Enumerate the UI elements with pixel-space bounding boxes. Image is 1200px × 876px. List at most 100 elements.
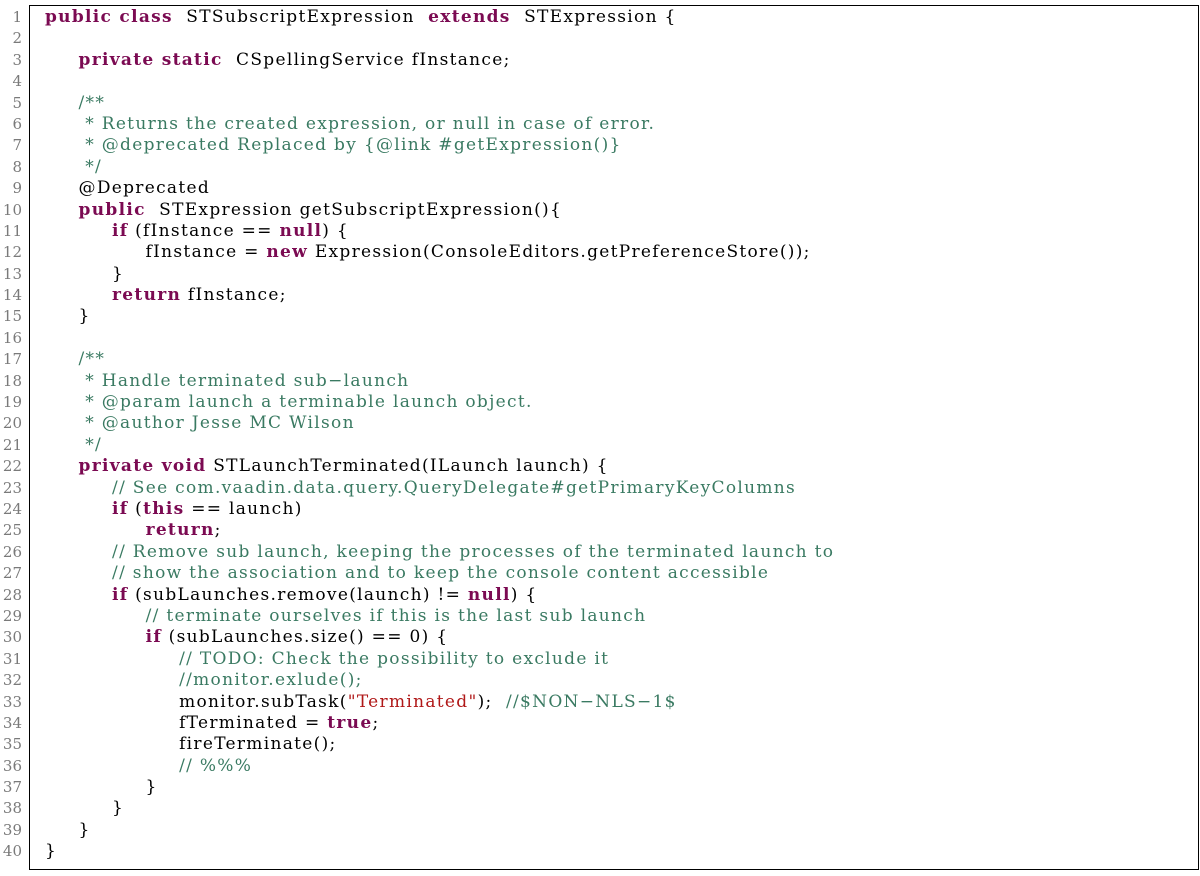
line-number: 14 <box>2 286 22 305</box>
code-token <box>45 670 179 690</box>
code-line: 34 fTerminated = true; <box>0 713 1200 734</box>
keyword-token: private static <box>78 49 223 70</box>
comment-token: /** <box>45 92 106 113</box>
code-text: } <box>45 798 124 819</box>
code-text: } <box>45 264 124 285</box>
keyword-token: public class <box>45 7 173 27</box>
code-token: Expression(ConsoleEditors.getPreferenceS… <box>308 242 811 263</box>
line-number: 18 <box>2 371 22 390</box>
comment-token: * Returns the created expression, or nul… <box>45 113 656 134</box>
comment-token: // %%% <box>179 755 253 776</box>
code-token: fInstance = <box>45 242 267 263</box>
code-token <box>45 478 112 498</box>
code-token: STSubscriptExpression <box>172 7 429 27</box>
line-number: 36 <box>2 756 22 775</box>
code-text: public class STSubscriptExpression exten… <box>45 7 677 28</box>
line-number: 31 <box>2 649 22 668</box>
code-text: private static CSpellingService fInstanc… <box>45 50 511 71</box>
comment-token: // terminate ourselves if this is the la… <box>145 605 647 626</box>
code-line: 37 } <box>0 777 1200 798</box>
code-token: CSpellingService fInstance; <box>222 49 511 70</box>
line-number: 17 <box>2 350 22 369</box>
code-token: STExpression { <box>510 7 677 27</box>
line-number: 3 <box>12 50 22 69</box>
code-token: ( <box>128 498 144 519</box>
comment-token: */ <box>45 156 103 177</box>
code-token: } <box>45 841 58 862</box>
line-number: 2 <box>12 29 22 48</box>
code-line: 3 private static CSpellingService fInsta… <box>0 50 1200 71</box>
line-number: 5 <box>12 93 22 112</box>
code-line: 7 * @deprecated Replaced by {@link #getE… <box>0 135 1200 156</box>
line-number: 6 <box>12 114 22 133</box>
code-token: ) { <box>510 584 538 605</box>
code-token <box>45 649 179 669</box>
code-line: 38 } <box>0 798 1200 819</box>
code-token: fireTerminate(); <box>45 734 337 755</box>
code-line: 14 return fInstance; <box>0 285 1200 306</box>
code-line: 8 */ <box>0 157 1200 178</box>
code-line: 9 @Deprecated <box>0 178 1200 199</box>
code-token: ; <box>214 520 222 541</box>
code-token: STLaunchTerminated(ILaunch launch) { <box>206 456 609 477</box>
code-text: private void STLaunchTerminated(ILaunch … <box>45 456 609 477</box>
line-number: 25 <box>2 521 22 540</box>
code-line: 36 // %%% <box>0 756 1200 777</box>
code-line: 5 /** <box>0 93 1200 114</box>
code-text: // show the association and to keep the … <box>45 563 769 584</box>
code-line: 22 private void STLaunchTerminated(ILaun… <box>0 456 1200 477</box>
code-line: 21 */ <box>0 435 1200 456</box>
code-line: 30 if (subLaunches.size() == 0) { <box>0 627 1200 648</box>
comment-token: // show the association and to keep the … <box>112 563 770 584</box>
code-text: } <box>45 820 91 841</box>
comment-token: * Handle terminated sub−launch <box>45 370 410 391</box>
comment-token: /** <box>45 349 106 370</box>
line-number: 21 <box>2 435 22 454</box>
keyword-token: if <box>112 498 129 519</box>
code-token: fInstance; <box>181 285 287 306</box>
comment-token: * @deprecated Replaced by {@link #getExp… <box>45 135 622 156</box>
code-text: @Deprecated <box>45 178 210 199</box>
code-line: 12 fInstance = new Expression(ConsoleEdi… <box>0 242 1200 263</box>
code-text: fInstance = new Expression(ConsoleEditor… <box>45 242 811 263</box>
code-line: 24 if (this == launch) <box>0 499 1200 520</box>
code-token: } <box>45 819 91 840</box>
code-text: * @param launch a terminable launch obje… <box>45 392 533 413</box>
keyword-token: return <box>145 520 215 541</box>
code-text: public STExpression getSubscriptExpressi… <box>45 200 562 221</box>
code-line: 29 // terminate ourselves if this is the… <box>0 606 1200 627</box>
line-number: 12 <box>2 243 22 262</box>
line-number: 35 <box>2 735 22 754</box>
code-text: monitor.subTask("Terminated"); //$NON−NL… <box>45 692 677 713</box>
code-line: 19 * @param launch a terminable launch o… <box>0 392 1200 413</box>
code-token <box>45 756 179 776</box>
comment-token: //monitor.exlude(); <box>179 670 363 691</box>
code-line: 25 return; <box>0 520 1200 541</box>
line-number: 8 <box>12 157 22 176</box>
code-line: 35 fireTerminate(); <box>0 734 1200 755</box>
code-line: 33 monitor.subTask("Terminated"); //$NON… <box>0 692 1200 713</box>
line-number: 37 <box>2 778 22 797</box>
code-token <box>45 499 112 519</box>
keyword-token: public <box>78 199 146 220</box>
code-text: * Handle terminated sub−launch <box>45 371 409 392</box>
code-token <box>45 221 112 241</box>
line-number: 29 <box>2 606 22 625</box>
code-token <box>45 585 112 605</box>
code-token: } <box>45 263 125 284</box>
line-number: 11 <box>2 221 22 240</box>
line-number: 20 <box>2 414 22 433</box>
code-token <box>45 542 112 562</box>
code-line: 31 // TODO: Check the possibility to exc… <box>0 649 1200 670</box>
keyword-token: new <box>266 242 309 263</box>
line-number: 24 <box>2 499 22 518</box>
line-number: 1 <box>12 8 22 26</box>
code-token: @Deprecated <box>45 178 211 199</box>
code-token: (fInstance == <box>128 220 280 241</box>
keyword-token: if <box>112 584 129 605</box>
code-line: 26 // Remove sub launch, keeping the pro… <box>0 542 1200 563</box>
code-text: // Remove sub launch, keeping the proces… <box>45 542 834 563</box>
code-line: 11 if (fInstance == null) { <box>0 221 1200 242</box>
code-token <box>45 520 146 540</box>
code-token <box>45 200 79 220</box>
